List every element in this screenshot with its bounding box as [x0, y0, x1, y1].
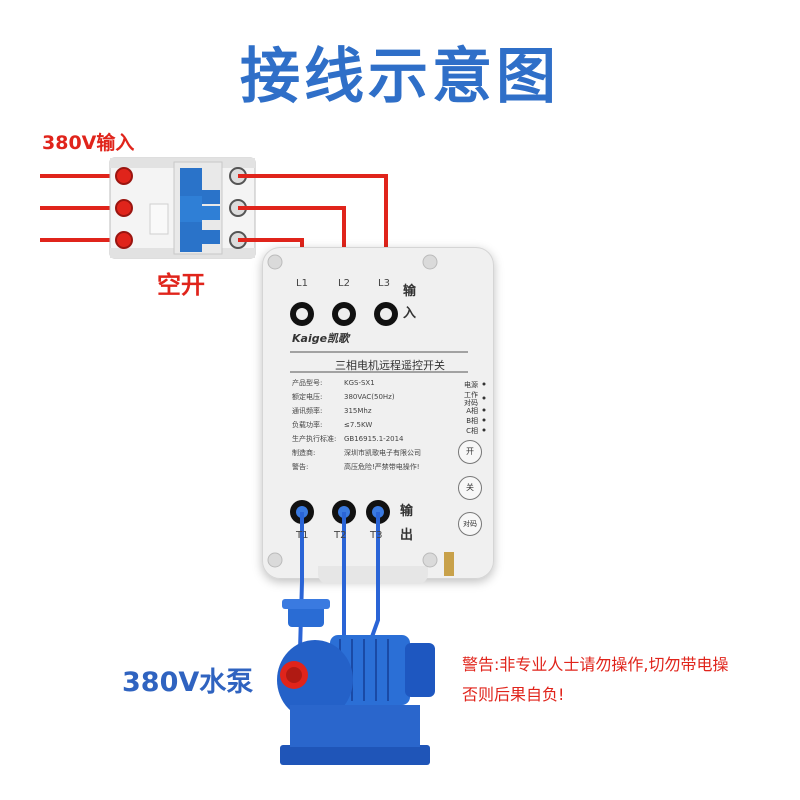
indicator-work: 工作 — [464, 391, 478, 399]
water-pump-illustration — [277, 599, 435, 765]
terminal-l2-label: L2 — [338, 278, 350, 289]
circuit-breaker — [109, 157, 256, 259]
indicator-power: 电源 — [464, 381, 478, 389]
spec-row: 负载功率: ≤7.5KW — [292, 420, 462, 430]
pump-label: 380V水泵 — [122, 667, 254, 698]
output-side-label-1: 输 — [400, 504, 414, 519]
spec-key: 警告: — [292, 463, 309, 471]
spec-row: 警告: 高压危险!严禁带电操作! — [292, 462, 462, 472]
indicator-phase-a: A相 — [466, 407, 478, 415]
warning-line-2: 否则后果自负! — [462, 685, 565, 704]
brand-logo: Kaige凯歌 — [292, 332, 350, 345]
spec-key: 制造商: — [292, 449, 316, 457]
terminal-t3-label: T3 — [370, 530, 383, 541]
spec-value: ≤7.5KW — [344, 421, 373, 429]
spec-value: 380VAC(50Hz) — [344, 393, 395, 401]
spec-key: 生产执行标准: — [292, 435, 337, 443]
spec-row: 额定电压: 380VAC(50Hz) — [292, 392, 462, 402]
warning-line-1: 警告:非专业人士请勿操作,切勿带电操 — [462, 655, 729, 674]
spec-key: 额定电压: — [292, 393, 323, 401]
spec-value: 315Mhz — [344, 407, 372, 415]
terminal-t2-label: T2 — [334, 530, 347, 541]
spec-row: 产品型号: KGS-SX1 — [292, 378, 462, 388]
antenna — [444, 552, 454, 576]
pair-button[interactable]: 对码 — [458, 512, 482, 536]
spec-value: KGS-SX1 — [344, 379, 375, 387]
indicator-phase-c: C相 — [466, 427, 478, 435]
pair-button-label: 对码 — [463, 520, 477, 528]
input-side-label-2: 入 — [403, 306, 417, 321]
terminal-t1-label: T1 — [296, 530, 309, 541]
terminal-l3-label: L3 — [378, 278, 390, 289]
product-name: 三相电机远程遥控开关 — [335, 359, 445, 372]
spec-key: 产品型号: — [292, 379, 323, 387]
input-label: 380V输入 — [42, 132, 135, 154]
spec-value: 深圳市凯歌电子有限公司 — [344, 449, 421, 457]
spec-value: GB16915.1-2014 — [344, 435, 404, 443]
input-terminals — [290, 302, 398, 326]
warning-notice: 警告:非专业人士请勿操作,切勿带电操 否则后果自负! — [462, 650, 782, 710]
on-button-label: 开 — [466, 447, 474, 456]
indicator-phase-b: B相 — [466, 417, 478, 425]
input-side-label-1: 输 — [403, 284, 417, 299]
off-button-label: 关 — [466, 483, 474, 492]
spec-key: 负载功率: — [292, 421, 323, 429]
spec-row: 制造商: 深圳市凯歌电子有限公司 — [292, 448, 462, 458]
indicator-pair: 对码 — [464, 399, 478, 407]
spec-value: 高压危险!严禁带电操作! — [344, 463, 420, 471]
spec-row: 通讯频率: 315Mhz — [292, 406, 462, 416]
spec-key: 通讯频率: — [292, 407, 323, 415]
off-button[interactable]: 关 — [458, 476, 482, 500]
output-side-label-2: 出 — [400, 528, 414, 543]
page-title: 接线示意图 — [240, 42, 560, 112]
on-button[interactable]: 开 — [458, 440, 482, 464]
terminal-l1-label: L1 — [296, 278, 308, 289]
breaker-label: 空开 — [157, 271, 205, 299]
spec-row: 生产执行标准: GB16915.1-2014 — [292, 434, 462, 444]
